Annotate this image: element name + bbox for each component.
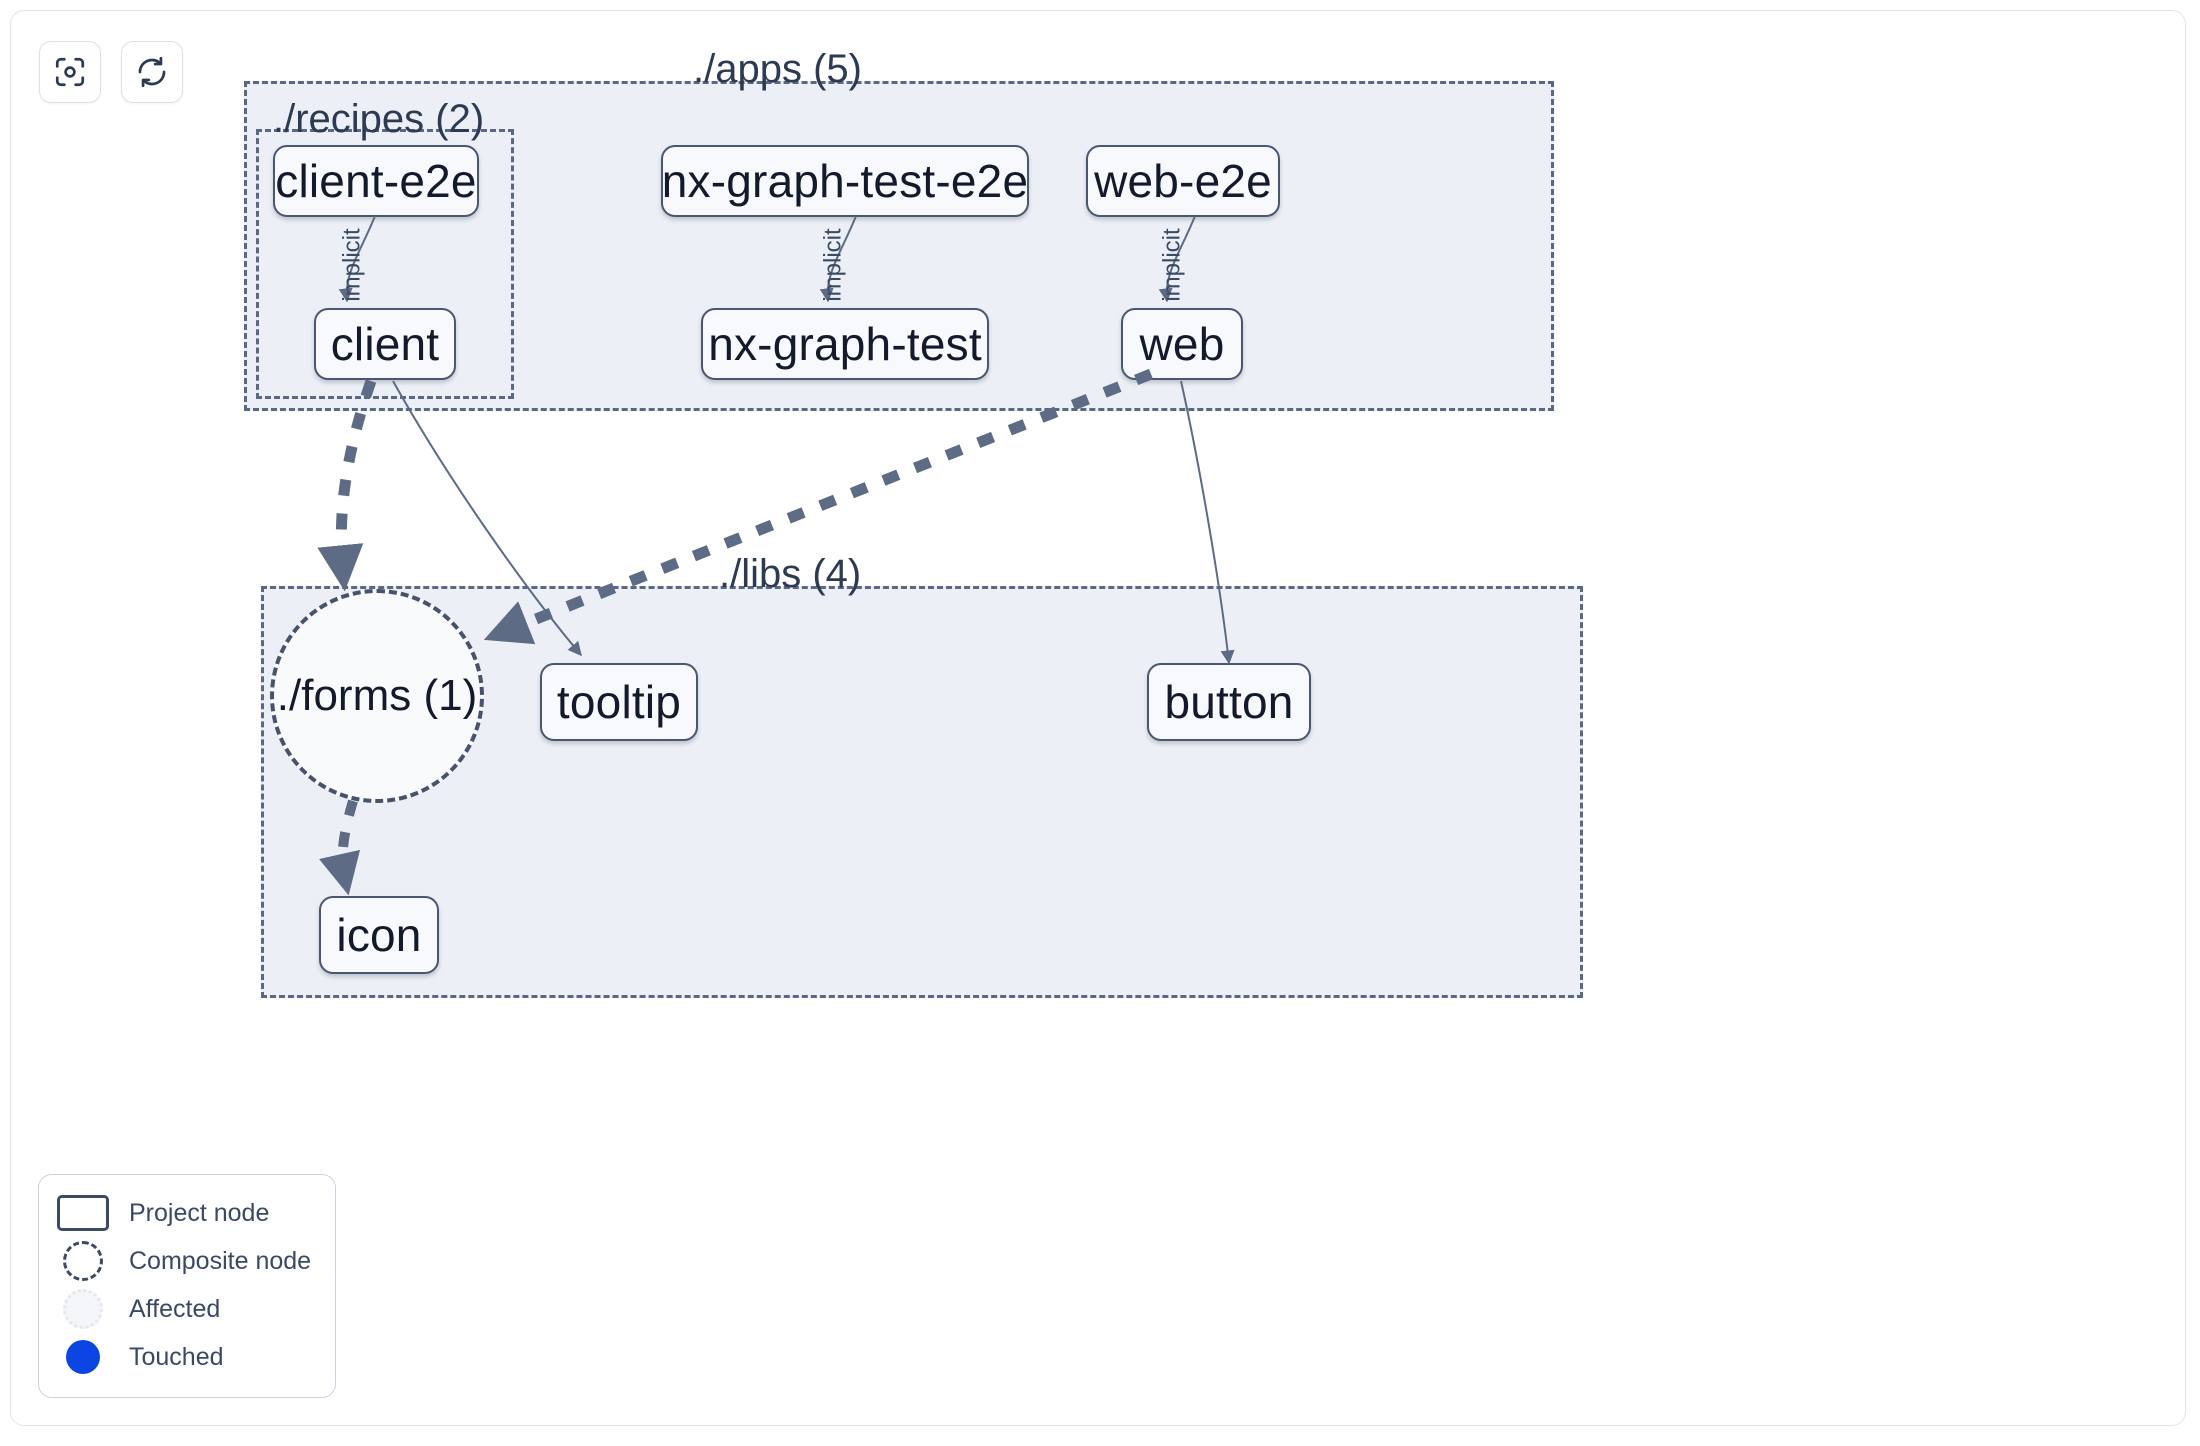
focus-target-icon xyxy=(53,55,87,89)
group-label-recipes: ./recipes (2) xyxy=(273,97,485,141)
legend-touched: Touched xyxy=(57,1333,317,1381)
node-client-e2e[interactable]: client-e2e xyxy=(273,145,479,217)
project-graph[interactable]: ./apps (5) ./recipes (2) ./libs (4) xyxy=(11,11,2185,1425)
node-icon[interactable]: icon xyxy=(319,896,439,974)
group-label-apps: ./apps (5) xyxy=(693,47,862,91)
refresh-graph-button[interactable] xyxy=(121,41,183,103)
legend-project-node-label: Project node xyxy=(129,1198,270,1227)
affected-swatch xyxy=(57,1289,109,1329)
touched-swatch xyxy=(57,1340,109,1374)
node-web[interactable]: web xyxy=(1121,308,1243,380)
edge-label-implicit-client: implicit xyxy=(338,228,366,302)
group-label-libs: ./libs (4) xyxy=(719,552,862,596)
graph-canvas[interactable]: ./apps (5) ./recipes (2) ./libs (4) xyxy=(10,10,2186,1426)
focus-graph-button[interactable] xyxy=(39,41,101,103)
node-nx-graph-test-e2e[interactable]: nx-graph-test-e2e xyxy=(661,145,1029,217)
edge-label-implicit-nx-graph-test: implicit xyxy=(819,228,847,302)
node-nx-graph-test[interactable]: nx-graph-test xyxy=(701,308,989,380)
node-client[interactable]: client xyxy=(314,308,456,380)
legend-project-node: Project node xyxy=(57,1189,317,1237)
node-forms[interactable]: ./forms (1) xyxy=(270,589,484,803)
edge-label-implicit-web: implicit xyxy=(1158,228,1186,302)
graph-toolbar xyxy=(39,41,183,103)
composite-node-swatch xyxy=(57,1241,109,1281)
node-tooltip[interactable]: tooltip xyxy=(540,663,698,741)
legend-composite-node-label: Composite node xyxy=(129,1246,312,1275)
legend-affected-label: Affected xyxy=(129,1294,221,1323)
project-node-swatch xyxy=(57,1195,109,1231)
graph-legend: Project node Composite node Affected Tou… xyxy=(38,1174,336,1398)
legend-touched-label: Touched xyxy=(129,1342,224,1371)
node-button[interactable]: button xyxy=(1147,663,1311,741)
legend-composite-node: Composite node xyxy=(57,1237,317,1285)
legend-affected: Affected xyxy=(57,1285,317,1333)
refresh-icon xyxy=(135,55,169,89)
node-web-e2e[interactable]: web-e2e xyxy=(1086,145,1280,217)
